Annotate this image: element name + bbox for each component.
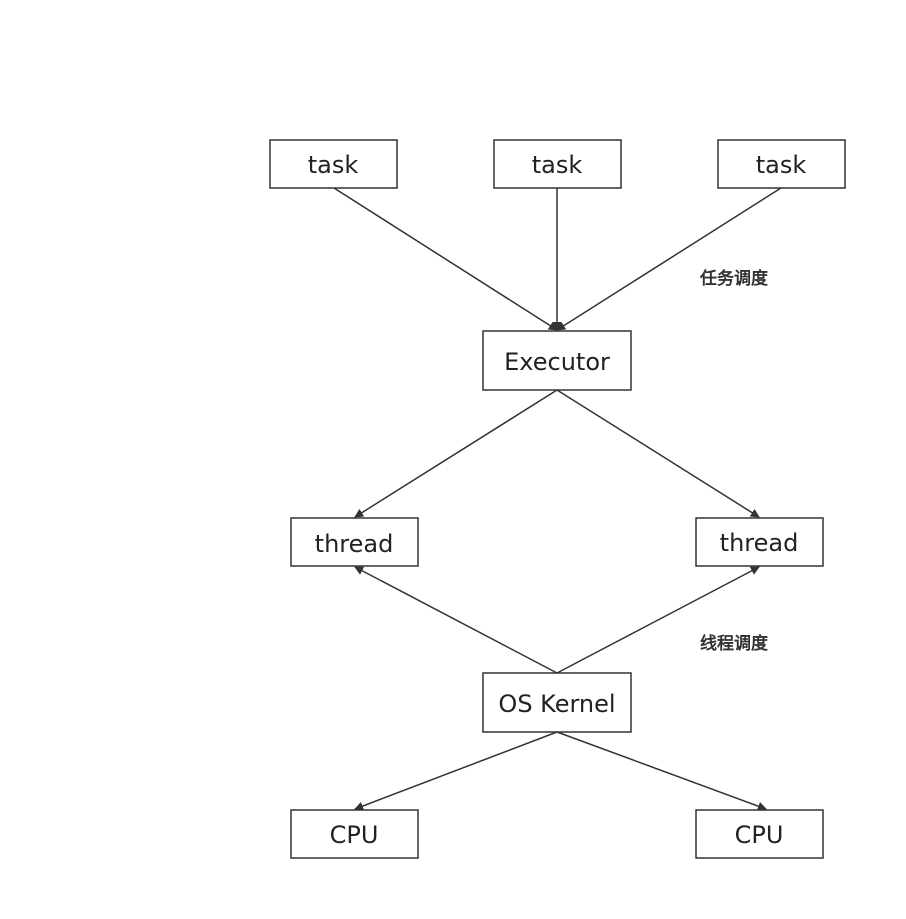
task-scheduling-label: 任务调度 [699, 268, 769, 289]
edge-os-kernel-to-cpu-left [354, 731, 558, 811]
cpu-node-left-box [290, 809, 419, 859]
cpu-node-right: CPU [695, 809, 824, 859]
edge-os-kernel-to-thread-right [556, 566, 760, 674]
thread-node-left-box [290, 517, 419, 567]
executor-node-label: Executor [504, 348, 610, 376]
edge-task-3-to-executor [556, 187, 782, 331]
cpu-node-left: CPU [290, 809, 419, 859]
thread-node-left: thread [290, 517, 419, 567]
edges [333, 187, 782, 811]
task-node-3-label: task [756, 151, 807, 179]
edge-os-kernel-to-thread-left [354, 566, 558, 674]
os-kernel-node-label: OS Kernel [498, 690, 615, 718]
cpu-node-right-label: CPU [735, 821, 784, 849]
edge-executor-to-thread-right [556, 389, 760, 518]
thread-node-right: thread [695, 517, 824, 567]
task-node-3-box [717, 139, 846, 189]
edge-executor-to-thread-left [354, 389, 558, 518]
task-node-2-box [493, 139, 622, 189]
thread-node-right-label: thread [720, 529, 799, 557]
task-node-3: task [717, 139, 846, 189]
task-node-1-label: task [308, 151, 359, 179]
edge-os-kernel-to-cpu-right [556, 731, 767, 811]
cpu-node-left-label: CPU [330, 821, 379, 849]
os-kernel-node-box [482, 672, 632, 733]
edge-task-1-to-executor [333, 187, 558, 331]
thread-node-left-label: thread [315, 530, 394, 558]
task-node-1: task [269, 139, 398, 189]
task-node-1-box [269, 139, 398, 189]
executor-node-box [482, 330, 632, 391]
thread-scheduling-label: 线程调度 [700, 633, 769, 654]
cpu-node-right-box [695, 809, 824, 859]
thread-node-right-box [695, 517, 824, 567]
executor-node: Executor [482, 330, 632, 391]
os-kernel-node: OS Kernel [482, 672, 632, 733]
task-node-2-label: task [532, 151, 583, 179]
task-node-2: task [493, 139, 622, 189]
